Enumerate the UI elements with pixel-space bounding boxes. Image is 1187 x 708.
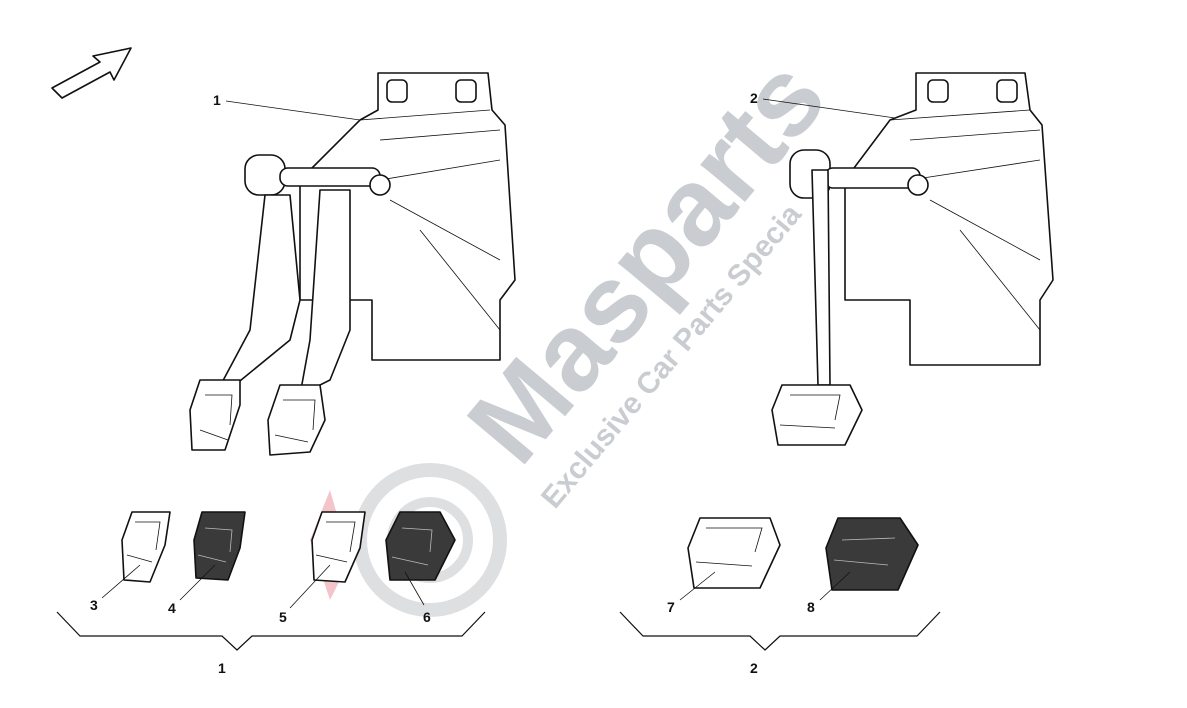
group-label-1: 1: [218, 660, 226, 676]
pad-5: [311, 511, 366, 583]
callout-8: 8: [807, 599, 815, 615]
pad-7: [687, 517, 781, 589]
pedal-box-assembly-1: [189, 72, 516, 456]
pad-8: [825, 517, 919, 591]
callout-1: 1: [213, 92, 221, 108]
pad-4: [193, 511, 246, 581]
callout-4: 4: [168, 600, 176, 616]
callout-3: 3: [90, 597, 98, 613]
pad-6: [385, 511, 456, 581]
pad-3: [121, 511, 171, 583]
callout-6: 6: [423, 609, 431, 625]
pedal-box-assembly-2: [771, 72, 1054, 446]
group-brace-2: [619, 611, 941, 651]
direction-arrow-icon: [51, 47, 132, 99]
group-brace-1: [56, 611, 486, 651]
callout-2: 2: [750, 90, 758, 106]
leader-lines: [101, 98, 896, 609]
callout-7: 7: [667, 599, 675, 615]
group-label-2: 2: [750, 660, 758, 676]
callout-5: 5: [279, 609, 287, 625]
